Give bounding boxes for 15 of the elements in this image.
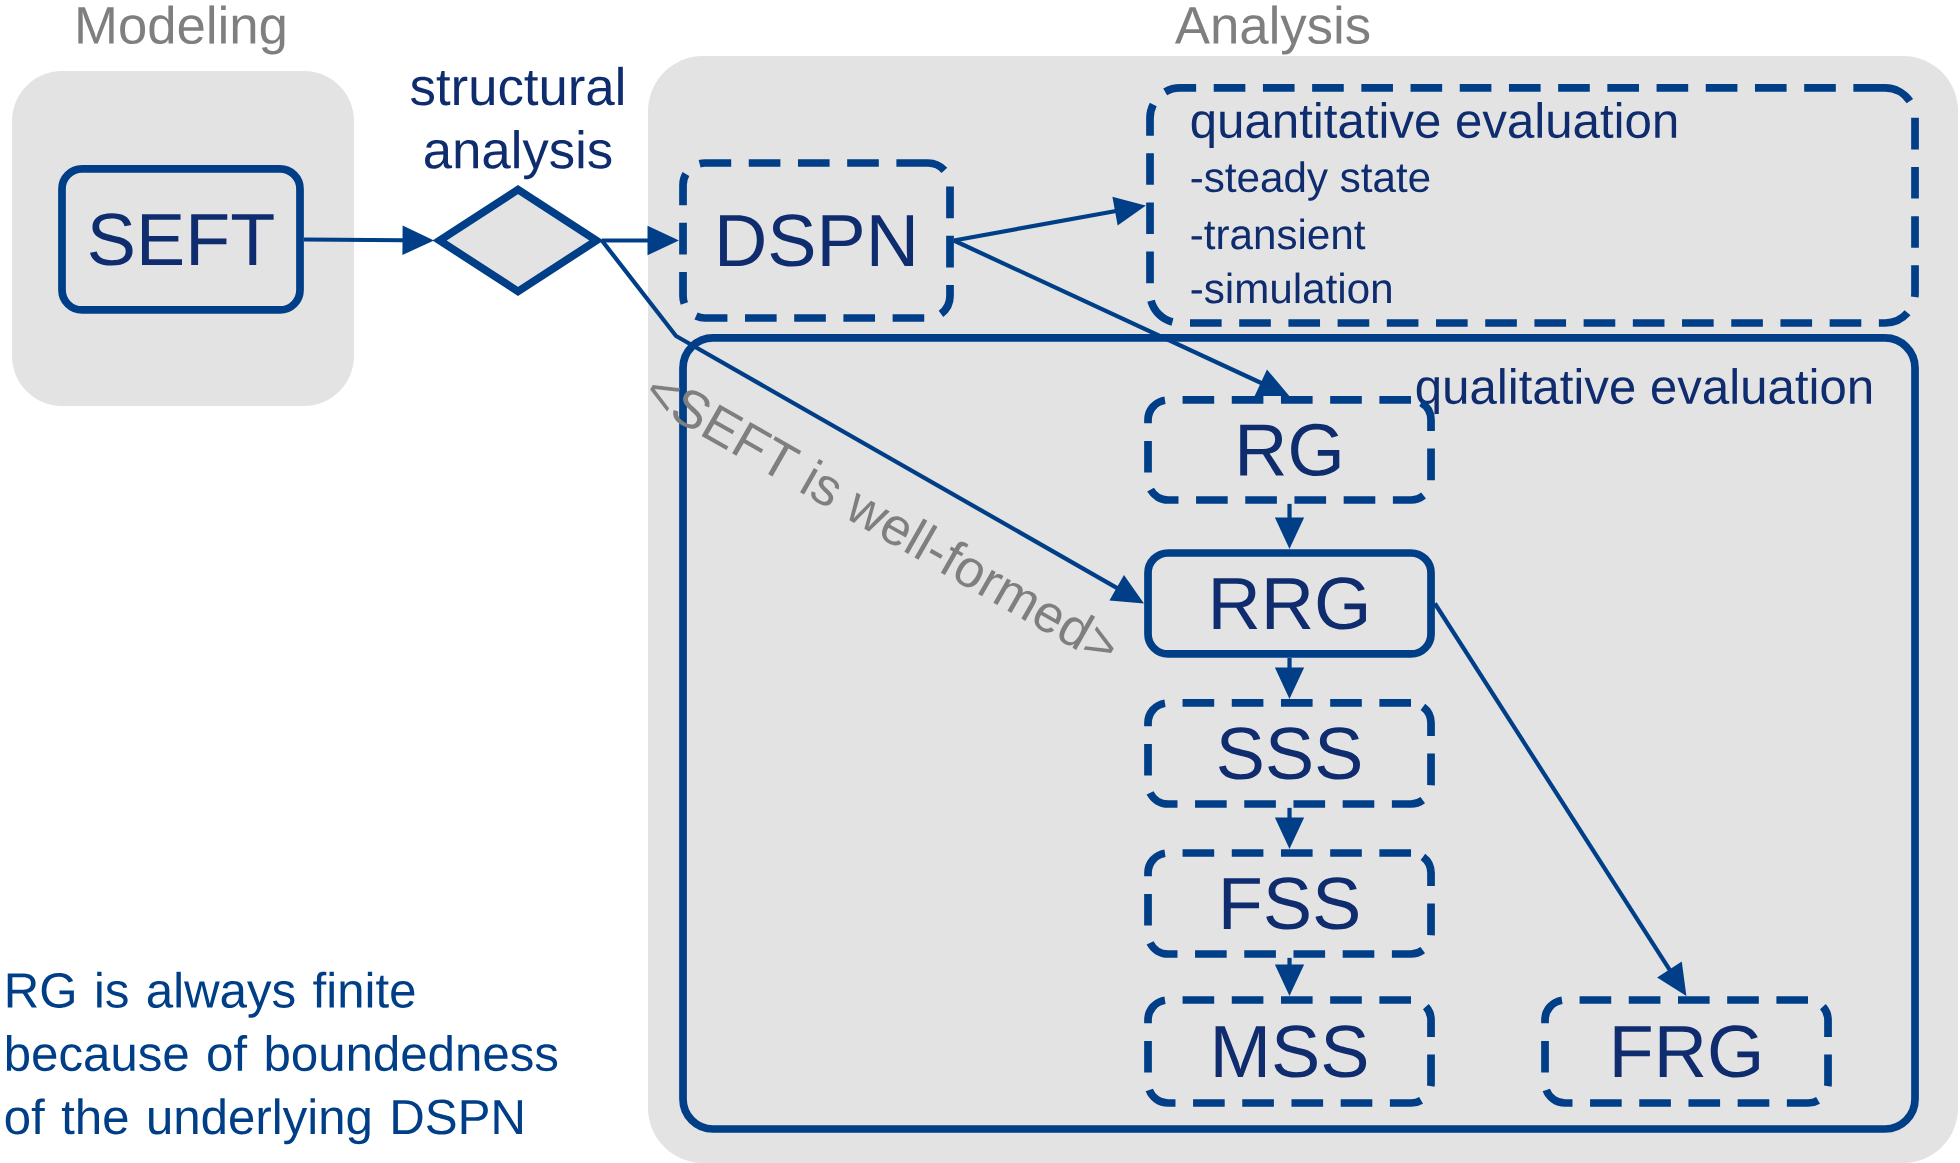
process-box: MSS: [1144, 996, 1435, 1107]
list-item: -transient: [1191, 218, 1366, 250]
region-heading: Modeling: [78, 5, 285, 55]
diamond-heading: structural analysis: [411, 66, 623, 180]
process-box: FRG: [1541, 996, 1832, 1107]
region-heading: Analysis: [1174, 5, 1370, 55]
process-box: FSS: [1144, 849, 1435, 958]
process-box: RRG: [1144, 549, 1435, 658]
list-item: -simulation: [1191, 272, 1391, 304]
process-box: DSPN: [679, 159, 954, 322]
process-box: SSS: [1144, 699, 1435, 808]
list-item: -steady state: [1191, 161, 1430, 201]
note-text: RG is always finite because of boundedness of the underlying DSPN: [5, 971, 558, 1145]
process-box: SEFT: [58, 165, 304, 314]
box-heading: quantitative evaluation: [1191, 102, 1677, 148]
